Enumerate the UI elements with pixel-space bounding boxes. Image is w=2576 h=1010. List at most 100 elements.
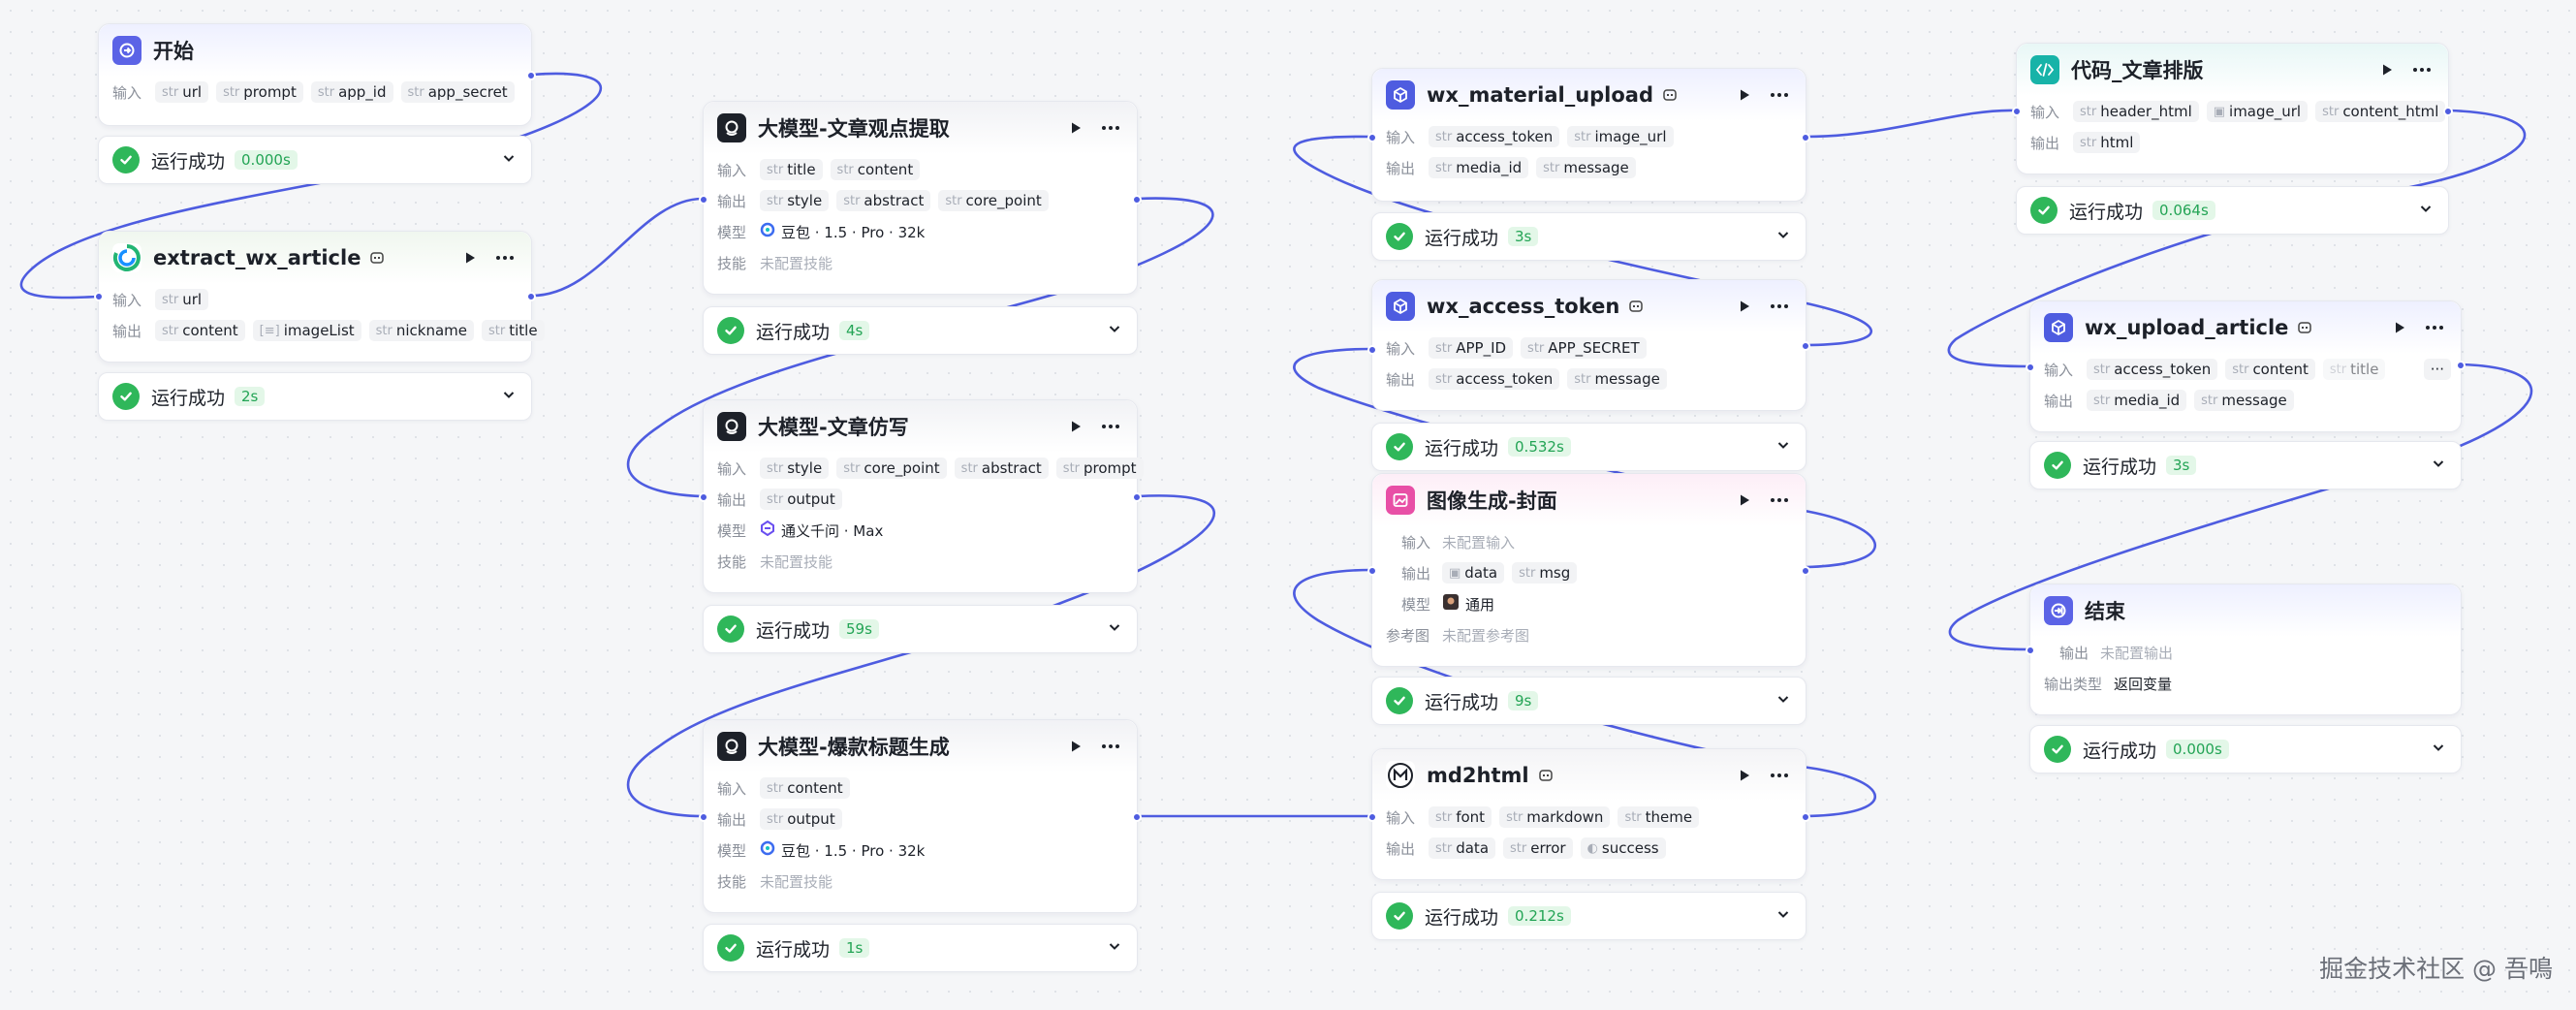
- output-port[interactable]: [526, 71, 536, 80]
- boolean-type-icon: ◐: [1586, 840, 1598, 856]
- run-status-image[interactable]: 运行成功 9s: [1371, 677, 1806, 725]
- run-status-upload[interactable]: 运行成功 3s: [1371, 212, 1806, 261]
- node-header[interactable]: extract_wx_article: [99, 232, 531, 284]
- model-row: 模型 通用: [1372, 588, 1806, 619]
- input-port[interactable]: [1367, 566, 1377, 576]
- run-button[interactable]: [2374, 57, 2400, 82]
- output-port[interactable]: [1801, 812, 1810, 822]
- chevron-down-icon[interactable]: [500, 149, 518, 171]
- chevron-down-icon[interactable]: [1106, 937, 1123, 959]
- run-button[interactable]: [1732, 82, 1757, 108]
- run-button[interactable]: [1063, 414, 1088, 439]
- run-status-llm1[interactable]: 运行成功 4s: [703, 306, 1138, 355]
- run-status-end[interactable]: 运行成功 0.000s: [2029, 725, 2462, 773]
- chevron-down-icon[interactable]: [1106, 320, 1123, 341]
- input-label: 输入: [717, 459, 747, 478]
- chevron-down-icon[interactable]: [1775, 226, 1792, 247]
- more-button[interactable]: [1767, 82, 1792, 108]
- chevron-down-icon[interactable]: [2430, 455, 2447, 476]
- run-status-token[interactable]: 运行成功 0.532s: [1371, 423, 1806, 471]
- node-header[interactable]: wx_access_token: [1372, 280, 1806, 332]
- chevron-down-icon[interactable]: [1775, 690, 1792, 711]
- output-port[interactable]: [2456, 361, 2466, 370]
- run-button[interactable]: [1732, 763, 1757, 788]
- more-button[interactable]: [492, 245, 518, 270]
- output-port[interactable]: [526, 292, 536, 301]
- input-port[interactable]: [699, 812, 708, 822]
- output-port[interactable]: [1132, 195, 1142, 205]
- run-button[interactable]: [1063, 734, 1088, 759]
- node-header[interactable]: 代码_文章排版: [2017, 44, 2448, 96]
- node-header[interactable]: 结束: [2030, 584, 2461, 637]
- more-button[interactable]: [1098, 115, 1123, 141]
- output-port[interactable]: [1801, 133, 1810, 142]
- chevron-down-icon[interactable]: [1775, 905, 1792, 927]
- input-port[interactable]: [2012, 107, 2022, 116]
- input-port[interactable]: [699, 195, 708, 205]
- node-header[interactable]: wx_upload_article: [2030, 301, 2461, 354]
- input-port[interactable]: [699, 492, 708, 502]
- input-port[interactable]: [94, 292, 104, 301]
- run-button[interactable]: [1732, 488, 1757, 513]
- output-port[interactable]: [1801, 341, 1810, 351]
- output-port[interactable]: [2443, 107, 2453, 116]
- more-button[interactable]: [1098, 734, 1123, 759]
- chevron-down-icon[interactable]: [500, 386, 518, 407]
- output-port[interactable]: [1132, 492, 1142, 502]
- run-status-start[interactable]: 运行成功 0.000s: [98, 136, 532, 184]
- more-button[interactable]: [2422, 315, 2447, 340]
- run-button[interactable]: [1732, 294, 1757, 319]
- status-text: 运行成功: [2083, 456, 2157, 478]
- output-port[interactable]: [1801, 566, 1810, 576]
- node-title: 大模型-文章观点提取: [758, 117, 950, 141]
- input-port[interactable]: [1367, 812, 1377, 822]
- node-header[interactable]: 开始: [99, 24, 531, 77]
- run-button[interactable]: [457, 245, 483, 270]
- run-status-llm2[interactable]: 运行成功 59s: [703, 605, 1138, 653]
- more-button[interactable]: [1767, 763, 1792, 788]
- run-button[interactable]: [2387, 315, 2412, 340]
- more-button[interactable]: [1767, 488, 1792, 513]
- node-header[interactable]: wx_material_upload: [1372, 69, 1806, 121]
- chevron-down-icon[interactable]: [1775, 436, 1792, 458]
- input-port[interactable]: [1367, 133, 1377, 142]
- node-header[interactable]: md2html: [1372, 749, 1806, 802]
- node-end[interactable]: 结束 输出 未配置输出 输出类型 返回变量: [2026, 584, 2462, 715]
- output-label: 输出: [2044, 392, 2074, 410]
- more-button[interactable]: [2409, 57, 2435, 82]
- chevron-down-icon[interactable]: [2430, 739, 2447, 760]
- input-port[interactable]: [1367, 345, 1377, 355]
- output-port[interactable]: [1132, 812, 1142, 822]
- input-port[interactable]: [2026, 646, 2035, 655]
- more-params-button[interactable]: ···: [2423, 359, 2451, 380]
- node-header[interactable]: 大模型-文章观点提取: [704, 102, 1137, 154]
- run-status-article[interactable]: 运行成功 3s: [2029, 441, 2462, 489]
- node-header[interactable]: 大模型-文章仿写: [704, 400, 1137, 453]
- more-button[interactable]: [1098, 414, 1123, 439]
- list-type-icon: [≡]: [259, 323, 280, 338]
- input-port[interactable]: [2026, 363, 2035, 372]
- more-button[interactable]: [1767, 294, 1792, 319]
- run-status-md[interactable]: 运行成功 0.212s: [1371, 892, 1806, 940]
- run-status-code[interactable]: 运行成功 0.064s: [2016, 186, 2449, 235]
- node-header[interactable]: 图像生成-封面: [1372, 474, 1806, 526]
- run-status-extract[interactable]: 运行成功 2s: [98, 372, 532, 421]
- run-status-llm3[interactable]: 运行成功 1s: [703, 924, 1138, 972]
- chevron-down-icon[interactable]: [1106, 618, 1123, 640]
- chevron-down-icon[interactable]: [2417, 200, 2435, 221]
- run-button[interactable]: [1063, 115, 1088, 141]
- node-header[interactable]: 大模型-爆款标题生成: [704, 720, 1137, 773]
